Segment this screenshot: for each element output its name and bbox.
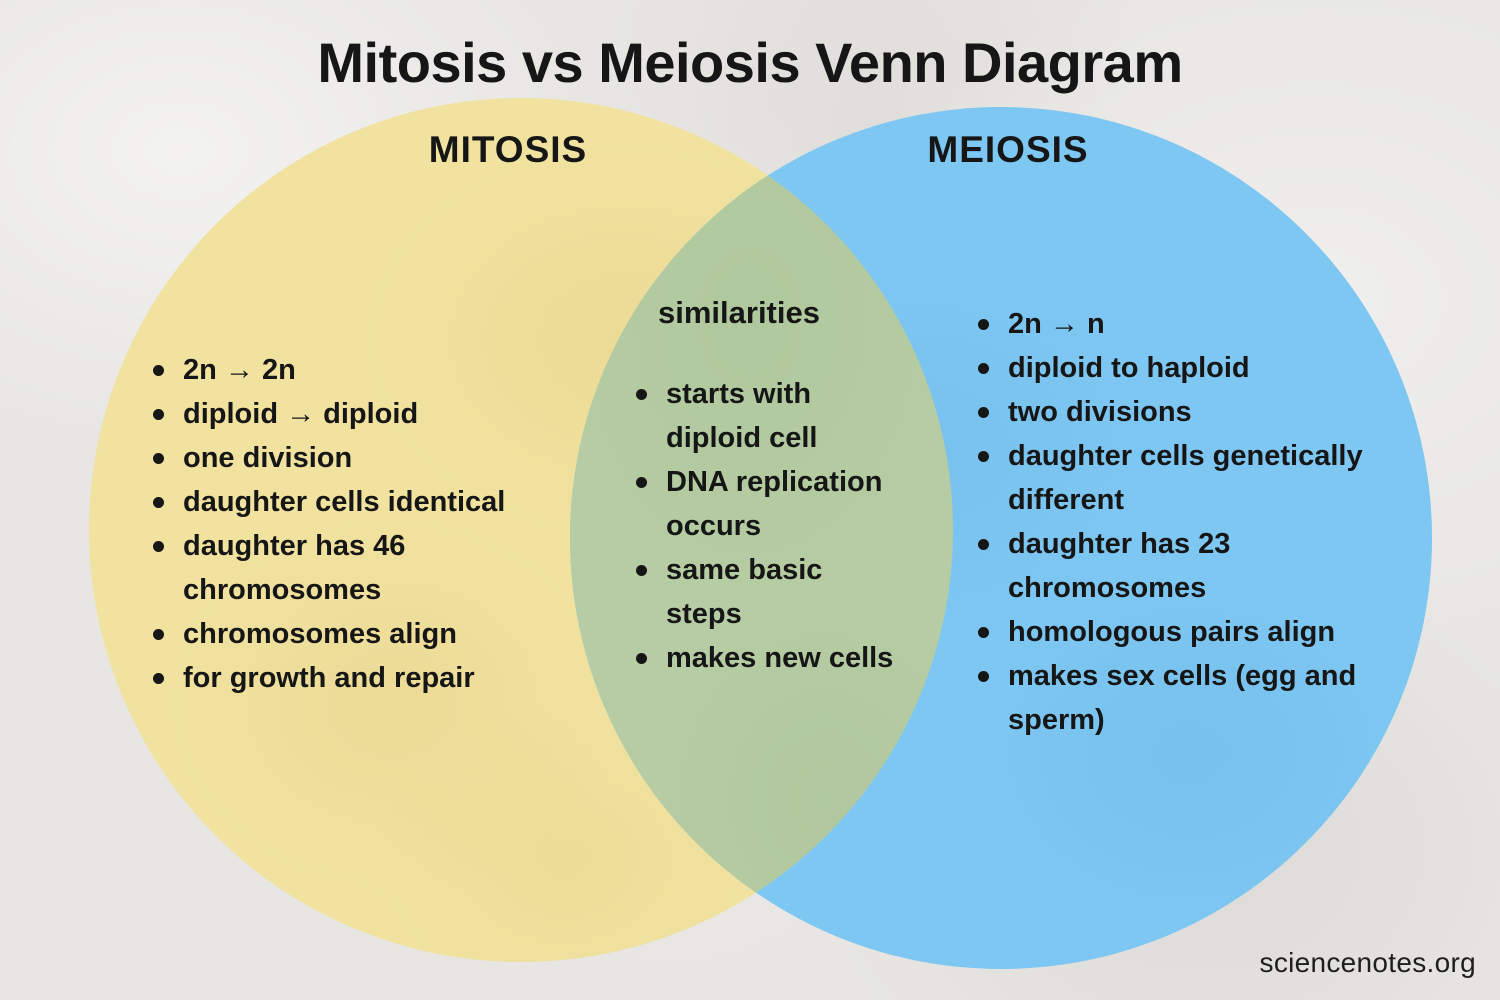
list-item: same basic steps xyxy=(626,548,936,636)
page-title: Mitosis vs Meiosis Venn Diagram xyxy=(317,31,1183,94)
meiosis-label: MEIOSIS xyxy=(927,129,1089,170)
list-item: daughter cells genetically different xyxy=(968,434,1428,522)
mitosis-label: MITOSIS xyxy=(428,129,588,170)
list-item: daughter cells identical xyxy=(143,480,583,524)
list-item: diploid to haploid xyxy=(968,346,1428,390)
list-item: homologous pairs align xyxy=(968,610,1428,654)
list-item: chromosomes align xyxy=(143,612,583,656)
list-item: for growth and repair xyxy=(143,656,583,700)
list-item: 2n → 2n xyxy=(143,348,583,392)
list-item: starts with diploid cell xyxy=(626,372,936,460)
list-item: one division xyxy=(143,436,583,480)
list-item: DNA replication occurs xyxy=(626,460,936,548)
list-item: 2n → n xyxy=(968,302,1428,346)
list-item: makes new cells xyxy=(626,636,936,680)
list-item: makes sex cells (egg and sperm) xyxy=(968,654,1428,742)
list-item: daughter has 46 chromosomes xyxy=(143,524,583,612)
site-credit: sciencenotes.org xyxy=(1259,947,1476,978)
list-item: two divisions xyxy=(968,390,1428,434)
list-item: daughter has 23 chromosomes xyxy=(968,522,1428,610)
list-item: diploid → diploid xyxy=(143,392,583,436)
similarities-label: similarities xyxy=(658,295,820,330)
